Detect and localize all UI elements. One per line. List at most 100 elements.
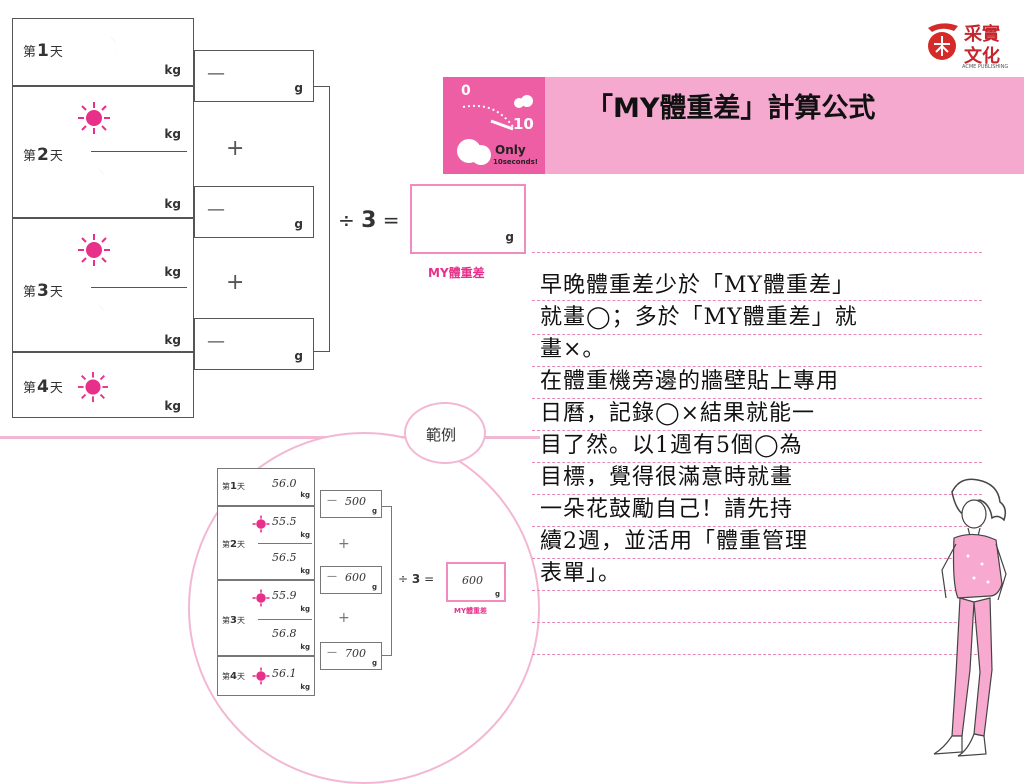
diff1-unit: g (294, 81, 303, 95)
example-day1-label: 第1天 (222, 481, 245, 492)
example-diff1-unit: g (371, 507, 377, 515)
page-title: 「MY體重差」計算公式 (586, 93, 876, 124)
example-day3-label: 第3天 (222, 615, 245, 626)
note-rule (532, 622, 982, 623)
sun-icon (252, 667, 270, 685)
moon-icon (83, 167, 106, 199)
example-day4-kg: kg (300, 683, 310, 691)
day3-sun-kg: kg (164, 265, 181, 279)
example-diff-box-2: — 600 g (320, 566, 382, 594)
example-divide-formula: ÷ 3 = (398, 572, 434, 586)
day2-label: 第2天 (23, 145, 63, 165)
result-box: g (410, 184, 526, 254)
result-label: MY體重差 (428, 266, 485, 280)
timer-start-label: 0 (461, 83, 471, 99)
sum-bracket (314, 86, 330, 352)
day1-row: 第1天 kg (12, 18, 194, 86)
day3-divider (91, 287, 187, 288)
sun-icon (78, 234, 110, 266)
note-line: 早晚體重差少於「MY體重差」 (540, 273, 856, 298)
result-unit: g (505, 230, 514, 244)
note-line: 目標，覺得很滿意時就畫 (540, 465, 794, 490)
note-rule (532, 252, 982, 253)
sun-icon (252, 589, 270, 607)
publisher-logo: 采實 文化 ACME PUBLISHING (924, 14, 1016, 80)
day4-label: 第4天 (23, 377, 63, 397)
equals-sign: = (382, 208, 400, 232)
diff-box-1: — g (194, 50, 314, 102)
note-line: 日曆，記錄◯×結果就能一 (540, 401, 816, 426)
day2-moon-kg: kg (164, 197, 181, 211)
example-badge: 範例 (404, 402, 486, 464)
note-line: 目了然。以1週有5個◯為 (540, 433, 803, 458)
note-rule (532, 526, 982, 527)
note-rule (532, 462, 982, 463)
example-badge-label: 範例 (426, 426, 457, 444)
example-day3-moon-value: 56.8 (272, 627, 297, 640)
divide-sign: ÷ (398, 572, 409, 586)
moon-icon (256, 552, 268, 567)
example-bracket (382, 506, 392, 656)
note-line: 一朵花鼓勵自己！請先持 (540, 497, 794, 522)
day1-label: 第1天 (23, 41, 63, 61)
moon-icon (95, 35, 118, 67)
minus-sign: — (207, 331, 225, 352)
note-rule (532, 590, 982, 591)
example-day4-row: 第4天 56.1 kg (217, 656, 315, 696)
example-diff2-unit: g (371, 583, 377, 591)
minus-sign: — (327, 571, 337, 582)
divide-sign: ÷ (338, 208, 355, 232)
minus-sign: — (327, 647, 337, 658)
woman-illustration (933, 478, 1007, 757)
day2-sun-kg: kg (164, 127, 181, 141)
example-day2-moon-value: 56.5 (272, 551, 297, 564)
stopwatch-icon (457, 95, 533, 165)
note-line: 續2週，並活用「體重管理 (540, 529, 808, 554)
diff-box-2: — g (194, 186, 314, 238)
seconds-label: 10seconds! (493, 158, 538, 166)
note-rule (532, 654, 982, 655)
example-day2-sun-value: 55.5 (272, 515, 297, 528)
day3-label: 第3天 (23, 281, 63, 301)
example-result-label: MY體重差 (454, 607, 488, 615)
example-day2-label: 第2天 (222, 539, 245, 550)
plus-sign: + (226, 270, 245, 295)
note-line: 畫×。 (540, 337, 606, 362)
example-result-box: 600 g (446, 562, 506, 602)
day4-kg: kg (164, 399, 181, 413)
diff3-unit: g (294, 349, 303, 363)
example-diff3-unit: g (371, 659, 377, 667)
example-day2-sun-kg: kg (300, 531, 310, 539)
day2-divider (91, 151, 187, 152)
moon-icon (256, 628, 268, 643)
section-divider (0, 436, 540, 439)
example-diff2-value: 600 (345, 571, 366, 584)
example-diff-box-3: — 700 g (320, 642, 382, 670)
note-line: 在體重機旁邊的牆壁貼上專用 (540, 369, 840, 394)
example-diff3-value: 700 (345, 647, 366, 660)
divisor: 3 (361, 208, 377, 233)
note-rule (532, 558, 982, 559)
moon-icon (83, 303, 106, 335)
minus-sign: — (327, 495, 337, 506)
note-rule (532, 300, 982, 301)
note-line: 就畫◯；多於「MY體重差」就 (540, 305, 858, 330)
example-day4-sun-value: 56.1 (272, 667, 297, 680)
divide-formula: ÷ 3 = (338, 208, 400, 233)
example-day2-moon-kg: kg (300, 567, 310, 575)
note-rule (532, 494, 982, 495)
minus-sign: — (207, 199, 225, 220)
plus-sign: + (226, 136, 245, 161)
example-day2-row: 第2天 55.5 kg 56.5 kg (217, 506, 315, 580)
divisor: 3 (411, 572, 421, 586)
example-day4-label: 第4天 (222, 671, 245, 682)
example-day1-kg: kg (300, 491, 310, 499)
note-rule (532, 430, 982, 431)
timer-end-label: 10 (513, 115, 534, 133)
day1-kg: kg (164, 63, 181, 77)
example-day1-moon-value: 56.0 (272, 477, 297, 490)
diff-box-3: — g (194, 318, 314, 370)
example-day3-moon-kg: kg (300, 643, 310, 651)
note-rule (532, 398, 982, 399)
example-day3-sun-kg: kg (300, 605, 310, 613)
